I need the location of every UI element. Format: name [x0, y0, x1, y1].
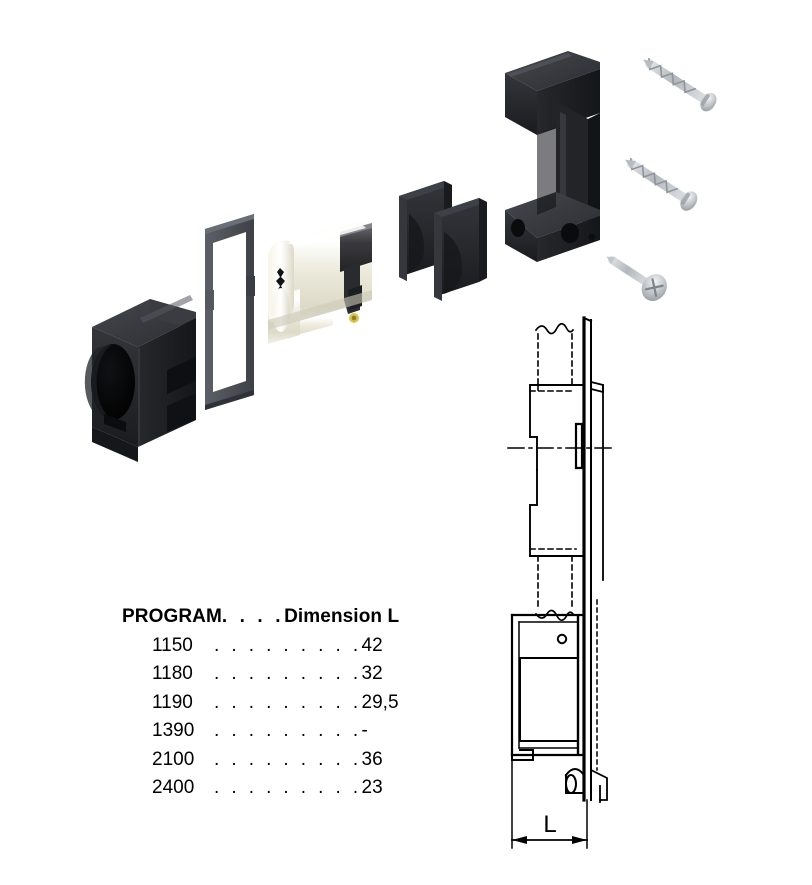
specification-table: PROGRAM . . . . Dimension L 1150 . . . .… — [122, 606, 452, 799]
table-header-row: PROGRAM . . . . Dimension L — [122, 606, 452, 628]
cell-program: 1390 — [152, 720, 195, 741]
faceplate-profile — [582, 316, 593, 802]
table-row: 1190 . . . . . . . . . 29,5 — [122, 692, 452, 714]
table-row: 2100 . . . . . . . . . 36 — [122, 749, 452, 771]
part-wood-screw-upper — [643, 57, 717, 112]
table-header-program: PROGRAM — [122, 606, 222, 627]
part-housing-block — [84, 295, 196, 462]
faceplate-flange-lower — [589, 768, 608, 803]
cell-program: 2100 — [152, 748, 195, 770]
part-cover-shell-left — [399, 181, 452, 281]
faceplate-flange-upper — [589, 380, 604, 581]
fixing-screw-hole — [556, 633, 568, 645]
cell-leader: . . . . . . . . . — [214, 720, 362, 741]
cell-leader: . . . . . . . . . — [214, 691, 362, 713]
table-row: 1180 . . . . . . . . . 32 — [122, 663, 452, 685]
dimension-label-L: L — [543, 811, 556, 838]
cell-leader: . . . . . . . . . — [214, 777, 362, 798]
lock-case-lower — [529, 469, 585, 557]
cell-value: 42 — [361, 634, 383, 656]
bolt-block — [574, 422, 584, 470]
cell-value: - — [361, 720, 368, 741]
break-line-top — [534, 322, 575, 335]
table-row: 1390 . . . . . . . . . - — [122, 720, 452, 742]
lock-body-lower — [510, 613, 586, 757]
cam-knob — [564, 768, 586, 794]
cell-program: 2400 — [152, 777, 195, 798]
lock-foot-tab — [511, 742, 534, 761]
cell-value: 32 — [361, 663, 383, 684]
lock-case-upper — [529, 384, 585, 438]
part-mounting-bracket — [505, 51, 600, 262]
dimension-arrows — [512, 836, 587, 844]
upper-hidden-outline — [537, 333, 573, 386]
cell-leader: . . . . . . . . . — [214, 634, 362, 656]
cell-leader: . . . . . . . . . — [214, 748, 362, 770]
cell-program: 1180 — [152, 663, 193, 684]
cell-program: 1150 — [152, 634, 193, 656]
part-cover-shell-right — [434, 198, 487, 301]
cell-leader: . . . . . . . . . — [214, 663, 362, 684]
lock-case-upper-step — [529, 436, 538, 471]
part-euro-cylinder — [268, 222, 372, 344]
cell-program: 1190 — [152, 691, 193, 713]
part-wood-screw-lower — [625, 157, 698, 211]
part-gasket-frame — [205, 214, 255, 410]
table-header-leader: . . . . — [221, 606, 285, 627]
cell-value: 29,5 — [361, 691, 399, 713]
cylinder-pocket — [519, 657, 579, 742]
table-header-dimension: Dimension L — [284, 606, 400, 627]
cell-value: 36 — [361, 748, 383, 770]
table-row: 1150 . . . . . . . . . 42 — [122, 635, 452, 657]
cell-value: 23 — [361, 777, 383, 798]
part-machine-screw — [606, 255, 667, 301]
table-row: 2400 . . . . . . . . . 23 — [122, 777, 452, 799]
